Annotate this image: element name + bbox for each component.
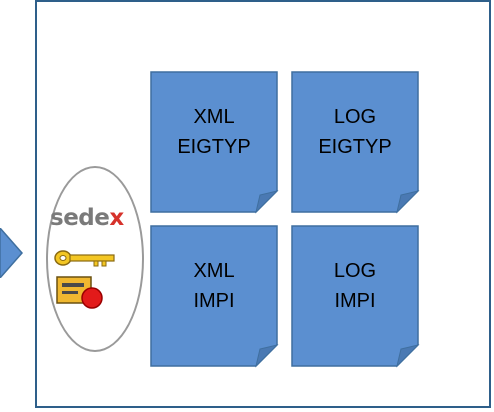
sedex-logo-part: e (94, 205, 110, 231)
document-label-line2: IMPI (193, 290, 235, 312)
incoming-arrow-icon (0, 228, 23, 278)
document-icon (291, 225, 420, 368)
document-label-line1: LOG (333, 106, 377, 128)
key-icon (54, 250, 115, 267)
sedex-logo-part: sed (50, 205, 95, 231)
document-label-line1: XML (193, 106, 235, 128)
document-icon (291, 71, 420, 214)
document-icon (150, 225, 279, 368)
document-label-line2: EIGTYP (318, 136, 392, 158)
document-log-impi: LOG IMPI (291, 225, 420, 368)
document-label-line1: XML (193, 260, 235, 282)
document-xml-eigtyp: XML EIGTYP (150, 71, 279, 214)
document-log-eigtyp: LOG EIGTYP (291, 71, 420, 214)
sealed-envelope-icon (56, 276, 103, 309)
document-icon (150, 71, 279, 214)
document-label-line1: LOG (333, 260, 377, 282)
document-label-line2: EIGTYP (177, 136, 251, 158)
sedex-logo-accent: x (109, 205, 124, 231)
sedex-logo: sedex (50, 205, 124, 231)
document-label-line2: IMPI (334, 290, 376, 312)
document-xml-impi: XML IMPI (150, 225, 279, 368)
